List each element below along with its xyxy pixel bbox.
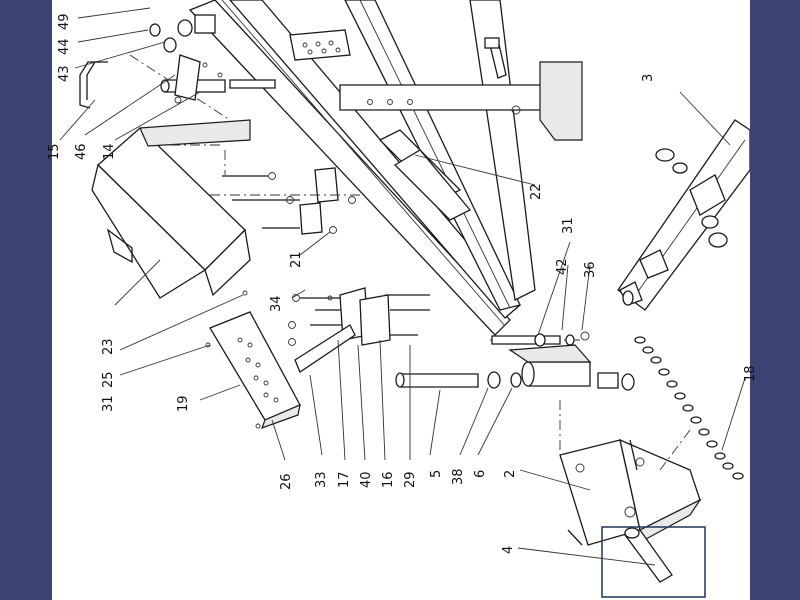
callout-2: 2 [503, 470, 518, 478]
callout-26: 26 [279, 473, 294, 490]
callout-5: 5 [429, 470, 444, 478]
hub-assembly-3 [617, 119, 750, 311]
battery-box [91, 119, 251, 299]
callout-36: 36 [583, 261, 598, 278]
top-hardware-cluster [79, 14, 276, 121]
callout-31-top: 31 [561, 217, 576, 234]
callout-23: 23 [101, 338, 116, 355]
callout-3: 3 [641, 74, 656, 82]
mounting-plate-19 [205, 290, 301, 430]
highlight-box [601, 526, 706, 598]
callout-15: 15 [47, 143, 62, 160]
callout-42: 42 [555, 258, 570, 275]
callout-29: 29 [403, 471, 418, 488]
callout-46: 46 [74, 143, 89, 160]
hitch-pin-assembly [395, 331, 635, 391]
callout-31-left: 31 [101, 395, 116, 412]
callout-4: 4 [501, 546, 516, 554]
callout-33: 33 [314, 471, 329, 488]
mounting-hardware-21 [210, 167, 360, 235]
callout-labels: 49 44 43 15 46 14 3 22 31 42 36 21 23 34… [47, 13, 758, 554]
callout-43: 43 [57, 65, 72, 82]
callout-14: 14 [102, 143, 117, 160]
callout-18: 18 [743, 365, 758, 382]
callout-6: 6 [473, 470, 488, 478]
callout-16: 16 [381, 471, 396, 488]
callout-25: 25 [101, 371, 116, 388]
callout-22: 22 [529, 183, 544, 200]
bracket-assembly-center [288, 287, 430, 373]
callout-49: 49 [57, 13, 72, 30]
callout-40: 40 [359, 471, 374, 488]
hitch-bracket-2 [559, 400, 702, 547]
hitch-pin-4 [623, 527, 673, 583]
leader-lines [59, 7, 746, 566]
callout-38: 38 [451, 468, 466, 485]
callout-17: 17 [337, 471, 352, 488]
callout-19: 19 [176, 395, 191, 412]
safety-chain [634, 336, 744, 480]
callout-44: 44 [57, 38, 72, 55]
callout-21: 21 [289, 251, 304, 268]
callout-34: 34 [269, 295, 284, 312]
main-frame [188, 0, 583, 336]
